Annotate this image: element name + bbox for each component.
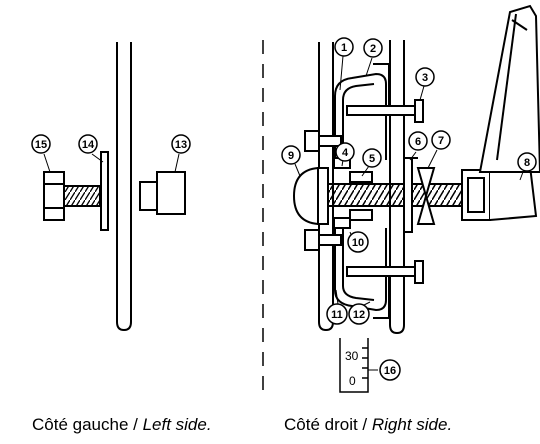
scale-label-30: 30	[345, 349, 359, 363]
part-label-8: 8	[517, 152, 537, 172]
svg-text:6: 6	[415, 136, 421, 148]
svg-text:1: 1	[341, 42, 347, 54]
bracket-12	[373, 272, 390, 319]
part-label-1: 1	[334, 37, 354, 57]
svg-text:16: 16	[384, 365, 396, 377]
part-label-11: 11	[326, 303, 348, 325]
part-label-12: 12	[348, 303, 370, 325]
part-label-15: 15	[31, 134, 51, 154]
svg-text:5: 5	[369, 153, 375, 165]
caption-right: Côté droit / Right side.	[284, 415, 452, 434]
part-labels: 15 14 13 1 2 3 6 7 8 9 4 5 10 11 12 16	[31, 37, 537, 381]
svg-text:10: 10	[352, 237, 364, 249]
svg-text:13: 13	[175, 139, 187, 151]
right-side-view	[292, 4, 540, 335]
part-label-9: 9	[281, 145, 301, 165]
right-frame-rail-outer	[318, 42, 334, 332]
svg-text:2: 2	[370, 43, 376, 55]
caption-left: Côté gauche / Left side.	[32, 415, 212, 434]
svg-text:15: 15	[35, 139, 47, 151]
part-label-16: 16	[379, 359, 401, 381]
part-label-7: 7	[431, 130, 451, 150]
svg-text:12: 12	[353, 309, 365, 321]
left-frame-rail	[116, 42, 132, 332]
threaded-axle	[327, 183, 465, 207]
left-side-view	[43, 42, 186, 332]
washer-14	[100, 151, 109, 231]
part-label-13: 13	[171, 134, 191, 154]
scale-gauge	[339, 338, 378, 393]
spacer-6	[403, 157, 413, 233]
part-label-4: 4	[335, 142, 355, 162]
svg-text:3: 3	[422, 72, 428, 84]
svg-text:8: 8	[524, 157, 530, 169]
bolt-15	[43, 171, 101, 221]
svg-text:7: 7	[438, 135, 444, 147]
part-label-2: 2	[363, 38, 383, 58]
part-label-14: 14	[78, 134, 98, 154]
svg-text:9: 9	[288, 150, 294, 162]
part-label-10: 10	[347, 231, 369, 253]
part-label-6: 6	[408, 131, 428, 151]
dome-9	[292, 167, 319, 225]
right-frame-rail-inner	[389, 40, 405, 335]
lever-8	[489, 164, 538, 221]
nut-13	[139, 171, 186, 215]
upper-bracket	[334, 72, 387, 160]
part-label-5: 5	[362, 148, 382, 168]
svg-text:11: 11	[331, 309, 343, 321]
part-label-3: 3	[415, 67, 435, 87]
bracket-2	[373, 63, 390, 110]
scale-label-0: 0	[349, 374, 356, 388]
svg-text:4: 4	[342, 147, 349, 159]
svg-text:14: 14	[82, 139, 95, 151]
spring-7	[416, 167, 436, 225]
